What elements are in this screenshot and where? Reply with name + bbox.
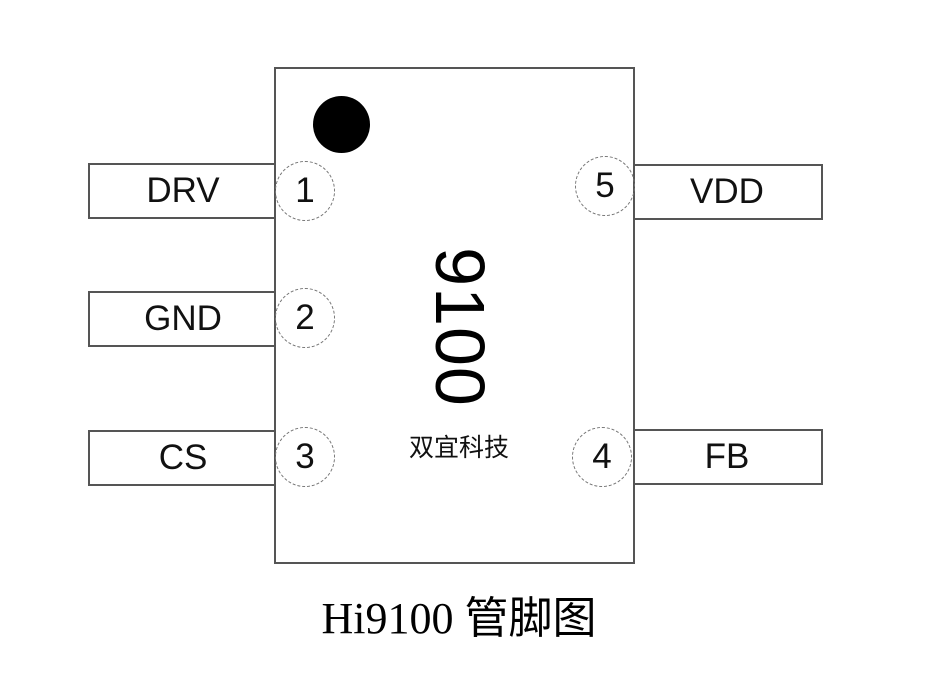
pin-number-2: 2	[275, 288, 335, 348]
pin-label-fb: FB	[704, 437, 750, 476]
pin-label-vdd: VDD	[690, 172, 764, 211]
diagram-caption: Hi9100 管脚图	[321, 594, 597, 643]
pin-gnd-lead: GND	[88, 291, 276, 347]
pin-cs-lead: CS	[88, 430, 276, 486]
chip-part-number: 9100	[421, 247, 499, 407]
pin-label-cs: CS	[158, 438, 208, 477]
pin-number-4: 4	[572, 427, 632, 487]
pin-drv-lead: DRV	[88, 163, 276, 219]
chip-maker-label: 双宜科技	[408, 433, 510, 462]
pin-fb-lead: FB	[633, 429, 823, 485]
pin1-orientation-dot	[313, 96, 370, 153]
pin-number-3: 3	[275, 427, 335, 487]
pin-number-5: 5	[575, 156, 635, 216]
pin-number-1: 1	[275, 161, 335, 221]
pin-vdd-lead: VDD	[633, 164, 823, 220]
pin-label-drv: DRV	[146, 171, 220, 210]
pin-label-gnd: GND	[144, 299, 222, 338]
